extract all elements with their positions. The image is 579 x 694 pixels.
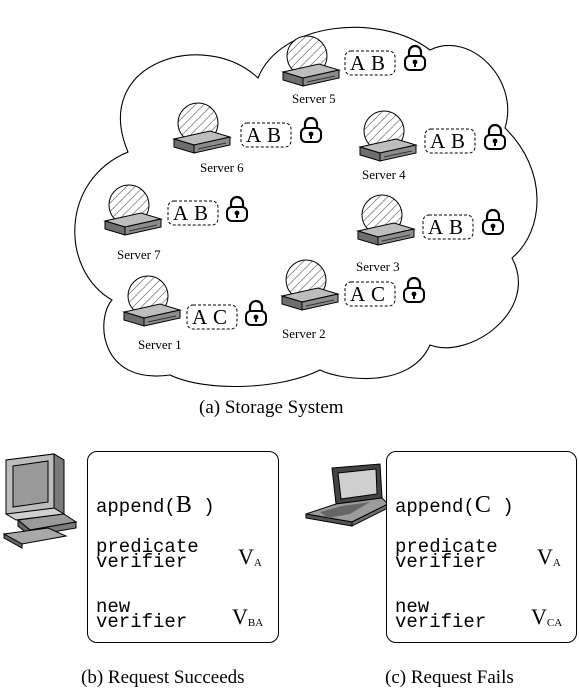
server-unit-s6: A B Server 6 [173, 102, 323, 175]
data-box [422, 214, 474, 240]
data-letter-c: C [371, 282, 385, 306]
data-box [240, 122, 292, 148]
data-letter-b: B [371, 51, 385, 75]
desktop-computer-icon [2, 453, 78, 549]
server-unit-s2: A C Server 2 [281, 259, 426, 341]
server-unit-s7: A B Server 7 [104, 184, 249, 262]
data-letter-b: B [449, 215, 463, 239]
data-letter-b: B [451, 129, 465, 153]
data-box [424, 128, 476, 154]
new-line1: new [395, 596, 430, 618]
append-label: append( [395, 496, 475, 518]
server-label: Server 5 [292, 91, 336, 106]
server-unit-s3: A B Server 3 [356, 194, 505, 274]
predicate-verifier-value: VA [537, 544, 561, 569]
server-label: Server 4 [362, 167, 406, 182]
append-label: append( [96, 496, 176, 518]
new-verifier-value: VCA [531, 604, 563, 629]
request-card-b: append(B ) predicate verifier VA new ver… [87, 451, 279, 643]
append-arg: C [474, 492, 491, 518]
append-close: ) [203, 496, 215, 518]
data-box [186, 304, 238, 330]
caption-storage-system: (a) Storage System [199, 397, 344, 418]
predicate-line1: predicate [96, 536, 199, 558]
data-letter-a: A [430, 129, 446, 153]
new-line1: new [96, 596, 131, 618]
data-letter-a: A [246, 123, 262, 147]
predicate-line2: verifier [395, 551, 487, 573]
server-label: Server 7 [117, 247, 161, 262]
data-letter-b: B [194, 201, 208, 225]
data-letter-b: B [267, 123, 281, 147]
data-letter-c: C [213, 305, 227, 329]
predicate-verifier-label: predicate verifier [96, 536, 199, 573]
data-letter-a: A [428, 215, 444, 239]
data-box [344, 281, 396, 307]
new-line2: verifier [96, 611, 188, 633]
server-label: Server 2 [282, 326, 326, 341]
new-line2: verifier [395, 611, 487, 633]
server-unit-s1: A C Server 1 [123, 275, 268, 352]
data-box [344, 50, 396, 76]
append-call: append(C ) [395, 493, 514, 518]
caption-request-fails: (c) Request Fails [385, 667, 514, 688]
predicate-verifier-value: VA [238, 544, 262, 569]
append-close: ) [502, 496, 514, 518]
server-unit-s5: A B Server 5 [282, 35, 427, 106]
server-label: Server 3 [356, 259, 400, 274]
predicate-line1: predicate [395, 536, 498, 558]
predicate-line2: verifier [96, 551, 188, 573]
data-letter-a: A [350, 282, 366, 306]
append-arg: B [175, 492, 192, 518]
laptop-icon [305, 463, 389, 527]
caption-request-succeeds: (b) Request Succeeds [81, 667, 245, 688]
new-verifier-value: VBA [232, 604, 264, 629]
data-box [167, 200, 219, 226]
server-unit-s4: A B Server 4 [359, 110, 507, 182]
append-call: append(B ) [96, 493, 215, 518]
data-letter-a: A [350, 51, 366, 75]
server-label: Server 6 [200, 160, 244, 175]
server-label: Server 1 [138, 337, 182, 352]
data-letter-a: A [173, 201, 189, 225]
data-letter-a: A [192, 305, 208, 329]
request-card-c: append(C ) predicate verifier VA new ver… [386, 451, 577, 643]
new-verifier-label: new verifier [96, 596, 188, 633]
predicate-verifier-label: predicate verifier [395, 536, 498, 573]
new-verifier-label: new verifier [395, 596, 487, 633]
